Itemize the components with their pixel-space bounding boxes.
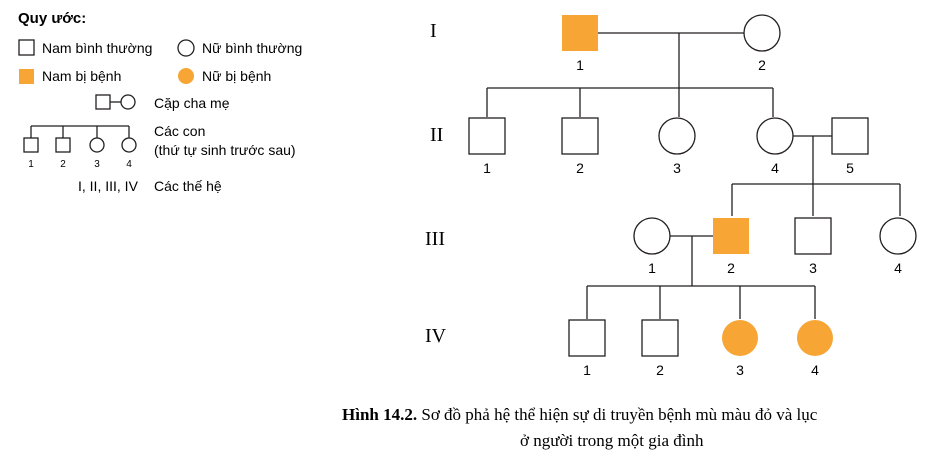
legend-normal-male-symbol xyxy=(18,39,35,56)
legend-title: Quy ước: xyxy=(18,10,86,27)
individual-III-1-circle xyxy=(633,217,671,255)
legend-generations-roman: I, II, III, IV xyxy=(78,178,139,194)
legend-child-num-3: 3 xyxy=(94,159,100,170)
legend-affected-female-symbol xyxy=(178,68,194,84)
individual-III-1-number: 1 xyxy=(648,260,656,276)
individual-I-2-circle xyxy=(743,14,781,52)
individual-II-3-number: 3 xyxy=(673,160,681,176)
individual-IV-1-number: 1 xyxy=(583,362,591,378)
legend: Quy ước: Nam bình thường Nữ bình thường … xyxy=(18,10,302,194)
legend-child-num-2: 2 xyxy=(60,159,66,170)
legend-normal-female-label: Nữ bình thường xyxy=(202,40,302,56)
individual-III-3-number: 3 xyxy=(809,260,817,276)
individual-II-4-circle xyxy=(756,117,794,155)
legend-child-num-4: 4 xyxy=(126,159,132,170)
individual-II-3-circle xyxy=(658,117,696,155)
legend-normal-male-label: Nam bình thường xyxy=(42,40,152,56)
legend-parents-symbol xyxy=(95,94,136,110)
individual-IV-4-number: 4 xyxy=(811,362,819,378)
individual-II-5-square xyxy=(831,117,869,155)
figure-caption-label: Hình 14.2. xyxy=(342,405,417,424)
individual-I-1-number: 1 xyxy=(576,57,584,73)
legend-parents-label: Cặp cha mẹ xyxy=(154,95,230,111)
individual-III-3-square xyxy=(794,217,832,255)
legend-affected-female-label: Nữ bị bệnh xyxy=(202,68,271,84)
individual-II-2-square xyxy=(561,117,599,155)
generation-label-IV: IV xyxy=(425,325,447,347)
individual-III-2-square xyxy=(713,218,749,254)
legend-generations-label: Các thế hệ xyxy=(154,178,222,194)
pedigree-individuals: 1 2 1 2 3 4 5 1 2 3 4 1 2 3 4 xyxy=(468,14,917,378)
figure-caption-line2: ở người trong một gia đình xyxy=(520,431,704,450)
legend-affected-male-symbol xyxy=(19,69,34,84)
individual-II-5-number: 5 xyxy=(846,160,854,176)
individual-II-1-number: 1 xyxy=(483,160,491,176)
generation-label-III: III xyxy=(425,228,445,250)
individual-IV-2-number: 2 xyxy=(656,362,664,378)
legend-child-num-1: 1 xyxy=(28,159,34,170)
legend-affected-male-label: Nam bị bệnh xyxy=(42,68,121,84)
individual-IV-2-square xyxy=(641,319,679,357)
figure-caption-line1: Hình 14.2. Sơ đồ phả hệ thể hiện sự di t… xyxy=(342,405,818,424)
individual-II-4-number: 4 xyxy=(771,160,779,176)
generation-label-I: I xyxy=(430,20,437,42)
figure-caption-text: Sơ đồ phả hệ thể hiện sự di truyền bệnh … xyxy=(417,405,818,424)
individual-III-4-number: 4 xyxy=(894,260,902,276)
pedigree-lines xyxy=(486,32,901,319)
individual-IV-3-number: 3 xyxy=(736,362,744,378)
individual-IV-4-circle xyxy=(797,320,833,356)
individual-III-4-circle xyxy=(879,217,917,255)
legend-normal-female-symbol xyxy=(177,39,195,57)
individual-III-2-number: 2 xyxy=(727,260,735,276)
individual-I-2-number: 2 xyxy=(758,57,766,73)
generation-label-II: II xyxy=(430,124,443,146)
legend-children-symbol xyxy=(23,125,137,153)
legend-children-label: Các con xyxy=(154,123,205,139)
individual-II-2-number: 2 xyxy=(576,160,584,176)
legend-children-order-label: (thứ tự sinh trước sau) xyxy=(154,142,296,158)
individual-I-1-square xyxy=(562,15,598,51)
individual-IV-3-circle xyxy=(722,320,758,356)
individual-IV-1-square xyxy=(568,319,606,357)
individual-II-1-square xyxy=(468,117,506,155)
